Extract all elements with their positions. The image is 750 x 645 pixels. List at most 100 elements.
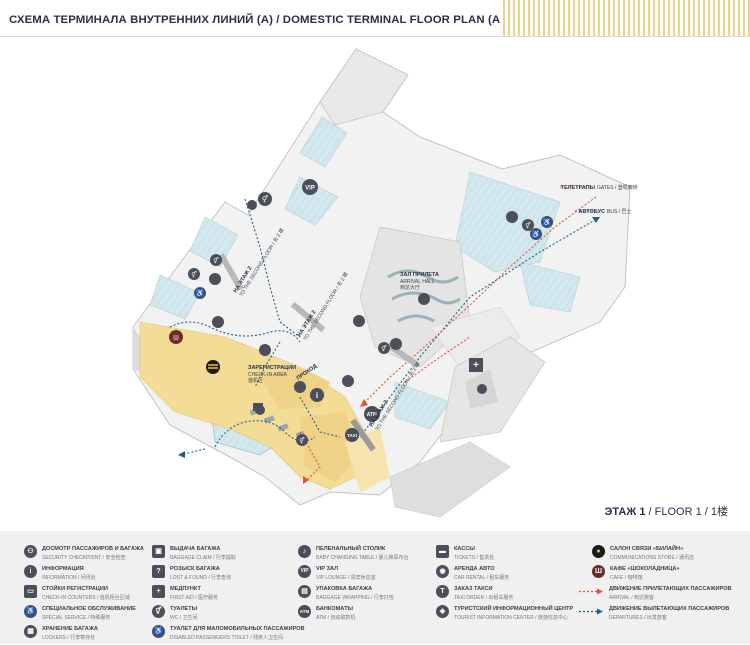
legend-label-en: BABY CHANGING TABLE / 婴儿换尿布台 [316, 555, 409, 561]
svg-text:♿: ♿ [196, 289, 205, 298]
baggage-claim-icon [418, 293, 430, 305]
toilets-icon: ⚥ [210, 254, 222, 266]
legend-label: СТОЙКИ РЕГИСТРАЦИИ [42, 586, 108, 592]
legend-label-en: BAGGAGE WRAPPING / 行李打包 [316, 595, 394, 601]
baggage-claim-icon [212, 316, 224, 328]
floor-label-rest: / FLOOR 1 / 1楼 [645, 506, 728, 518]
vip-icon: VIP [298, 565, 311, 578]
legend-label: РОЗЫСК БАГАЖА [170, 566, 220, 572]
legend-label: СПЕЦИАЛЬНОЕ ОБСЛУЖИВАНИЕ [42, 606, 136, 612]
svg-text:⚥: ⚥ [299, 437, 305, 445]
bus-label: АВТОБУС [579, 209, 605, 215]
special-service-icon: ♿ [530, 228, 542, 240]
legend-label-en: LOST & FOUND / 行李查询 [170, 575, 232, 581]
legend-label: САЛОН СВЯЗИ «БИЛАЙН» [610, 546, 684, 552]
legend-label-en: COMMUNICATIONS STORE / 通讯店 [610, 555, 694, 561]
gates-label-en: GATES / 登机廊桥 [597, 184, 638, 191]
legend-label-en: LOCKERS / 行李寄存处 [42, 635, 96, 641]
disabled-toilet-icon: ♿ [152, 625, 165, 638]
checkin-area-label-en: CHECK-IN AREA [248, 372, 288, 378]
header-stripes-decoration [500, 0, 750, 36]
car-rental-icon: ◉ [436, 565, 449, 578]
legend-label: ТУАЛЕТЫ [170, 606, 198, 612]
security-icon: ⚇ [24, 545, 37, 558]
svg-text:⚥: ⚥ [191, 271, 197, 279]
legend-label-en: WC / 卫生间 [170, 615, 198, 621]
legend-label-en: INFORMATION / 问讯处 [42, 575, 96, 581]
car-rental-icon [353, 315, 365, 327]
legend-item-beeline: ● САЛОН СВЯЗИ «БИЛАЙН» COMMUNICATIONS STO… [592, 545, 694, 565]
tickets-icon [342, 375, 354, 387]
taxi-icon: TAXI [345, 428, 359, 442]
legend-label: ИНФОРМАЦИЯ [42, 566, 84, 572]
lockers-icon [477, 384, 487, 394]
security-icon [259, 344, 271, 356]
arrival-hall-label: ЗАЛ ПРИЛЕТА [400, 272, 439, 278]
legend-label: АРЕНДА АВТО [454, 566, 495, 572]
legend-label-en: CAFE / 咖啡馆 [610, 575, 643, 581]
legend-label-en: ATM / 自动取款机 [316, 615, 356, 621]
special-service-icon: ♿ [24, 605, 37, 618]
legend-label-en: CAR RENTAL / 租车服务 [454, 575, 510, 581]
toilets-icon: ⚥ [378, 342, 390, 354]
baby-changing-icon [247, 200, 257, 210]
legend-label: ПЕЛЕНАЛЬНЫЙ СТОЛИК [316, 546, 386, 552]
toilets-icon [209, 273, 221, 285]
legend-item-car-rental: ◉ АРЕНДА АВТО CAR RENTAL / 租车服务 [436, 565, 509, 585]
arrival-hall-label-cn: 到达大厅 [400, 284, 420, 291]
departures-flow-icon [578, 605, 604, 618]
svg-text:♿: ♿ [532, 230, 541, 239]
toilets-icon: ⚥ [522, 219, 534, 231]
cafe-icon: Ш [169, 330, 183, 344]
arrivals-flow-icon [578, 585, 604, 598]
legend-label-en: TICKETS / 售票处 [454, 555, 495, 561]
east-wing [389, 336, 546, 518]
baggage-claim-icon: ▣ [152, 545, 165, 558]
svg-text:VIP: VIP [305, 186, 315, 192]
checkin-icon [253, 403, 263, 411]
floor-plan-map: ⚥ VIP ⚥ ⚥ ♿ Ш i ⚥ ATM TAXI + ⚥ [0, 37, 750, 529]
legend-item-baggage-claim: ▣ ВЫДАЧА БАГАЖА BAGGAGE CLAIM / 行李提取 [152, 545, 236, 565]
floor-plan-svg: ⚥ VIP ⚥ ⚥ ♿ Ш i ⚥ ATM TAXI + ⚥ [132, 48, 638, 518]
svg-text:ATM: ATM [367, 412, 377, 418]
arrival-hall-area [359, 226, 521, 368]
legend-label: ДОСМОТР ПАССАЖИРОВ И БАГАЖА [42, 546, 144, 552]
floor-label-ru: ЭТАЖ 1 [604, 506, 646, 518]
baggage-wrapping-icon: ▤ [298, 585, 311, 598]
legend-item-cafe: Ш КАФЕ «ШОКОЛАДНИЦА»CAFE / 咖啡馆 [592, 565, 680, 585]
bus-label-en: BUS / 巴士 [607, 208, 631, 215]
baby-changing-icon [390, 338, 402, 350]
beeline-icon: ● [592, 545, 605, 558]
legend-label: ДВИЖЕНИЕ ПРИЛЕТАЮЩИХ ПАССАЖИРОВ [609, 586, 732, 592]
toilets-icon: ⚥ [258, 192, 272, 206]
legend-label: VIP ЗАЛ [316, 566, 339, 572]
tourist-info-icon: ◈ [436, 605, 449, 618]
header: СХЕМА ТЕРМИНАЛА ВНУТРЕННИХ ЛИНИЙ (А) / D… [0, 0, 750, 37]
legend-label: ТУАЛЕТ ДЛЯ МАЛОМОБИЛЬНЫХ ПАССАЖИРОВ [170, 626, 305, 632]
info-icon: i [310, 388, 324, 402]
svg-text:⚥: ⚥ [262, 195, 268, 204]
toilets-icon: ⚥ [152, 605, 165, 618]
cafe-icon: Ш [592, 565, 605, 578]
legend-label: ВЫДАЧА БАГАЖА [170, 546, 221, 552]
svg-text:♿: ♿ [543, 218, 552, 227]
svg-text:⚥: ⚥ [381, 345, 387, 353]
legend-label: БАНКОМАТЫ [316, 606, 353, 612]
checkin-icon: ▭ [24, 585, 37, 598]
toilets-icon: ⚥ [296, 434, 308, 446]
legend-label: ЗАКАЗ ТАКСИ [454, 586, 493, 592]
legend-label-en: BAGGAGE CLAIM / 行李提取 [170, 555, 236, 561]
svg-text:⚥: ⚥ [213, 257, 219, 265]
